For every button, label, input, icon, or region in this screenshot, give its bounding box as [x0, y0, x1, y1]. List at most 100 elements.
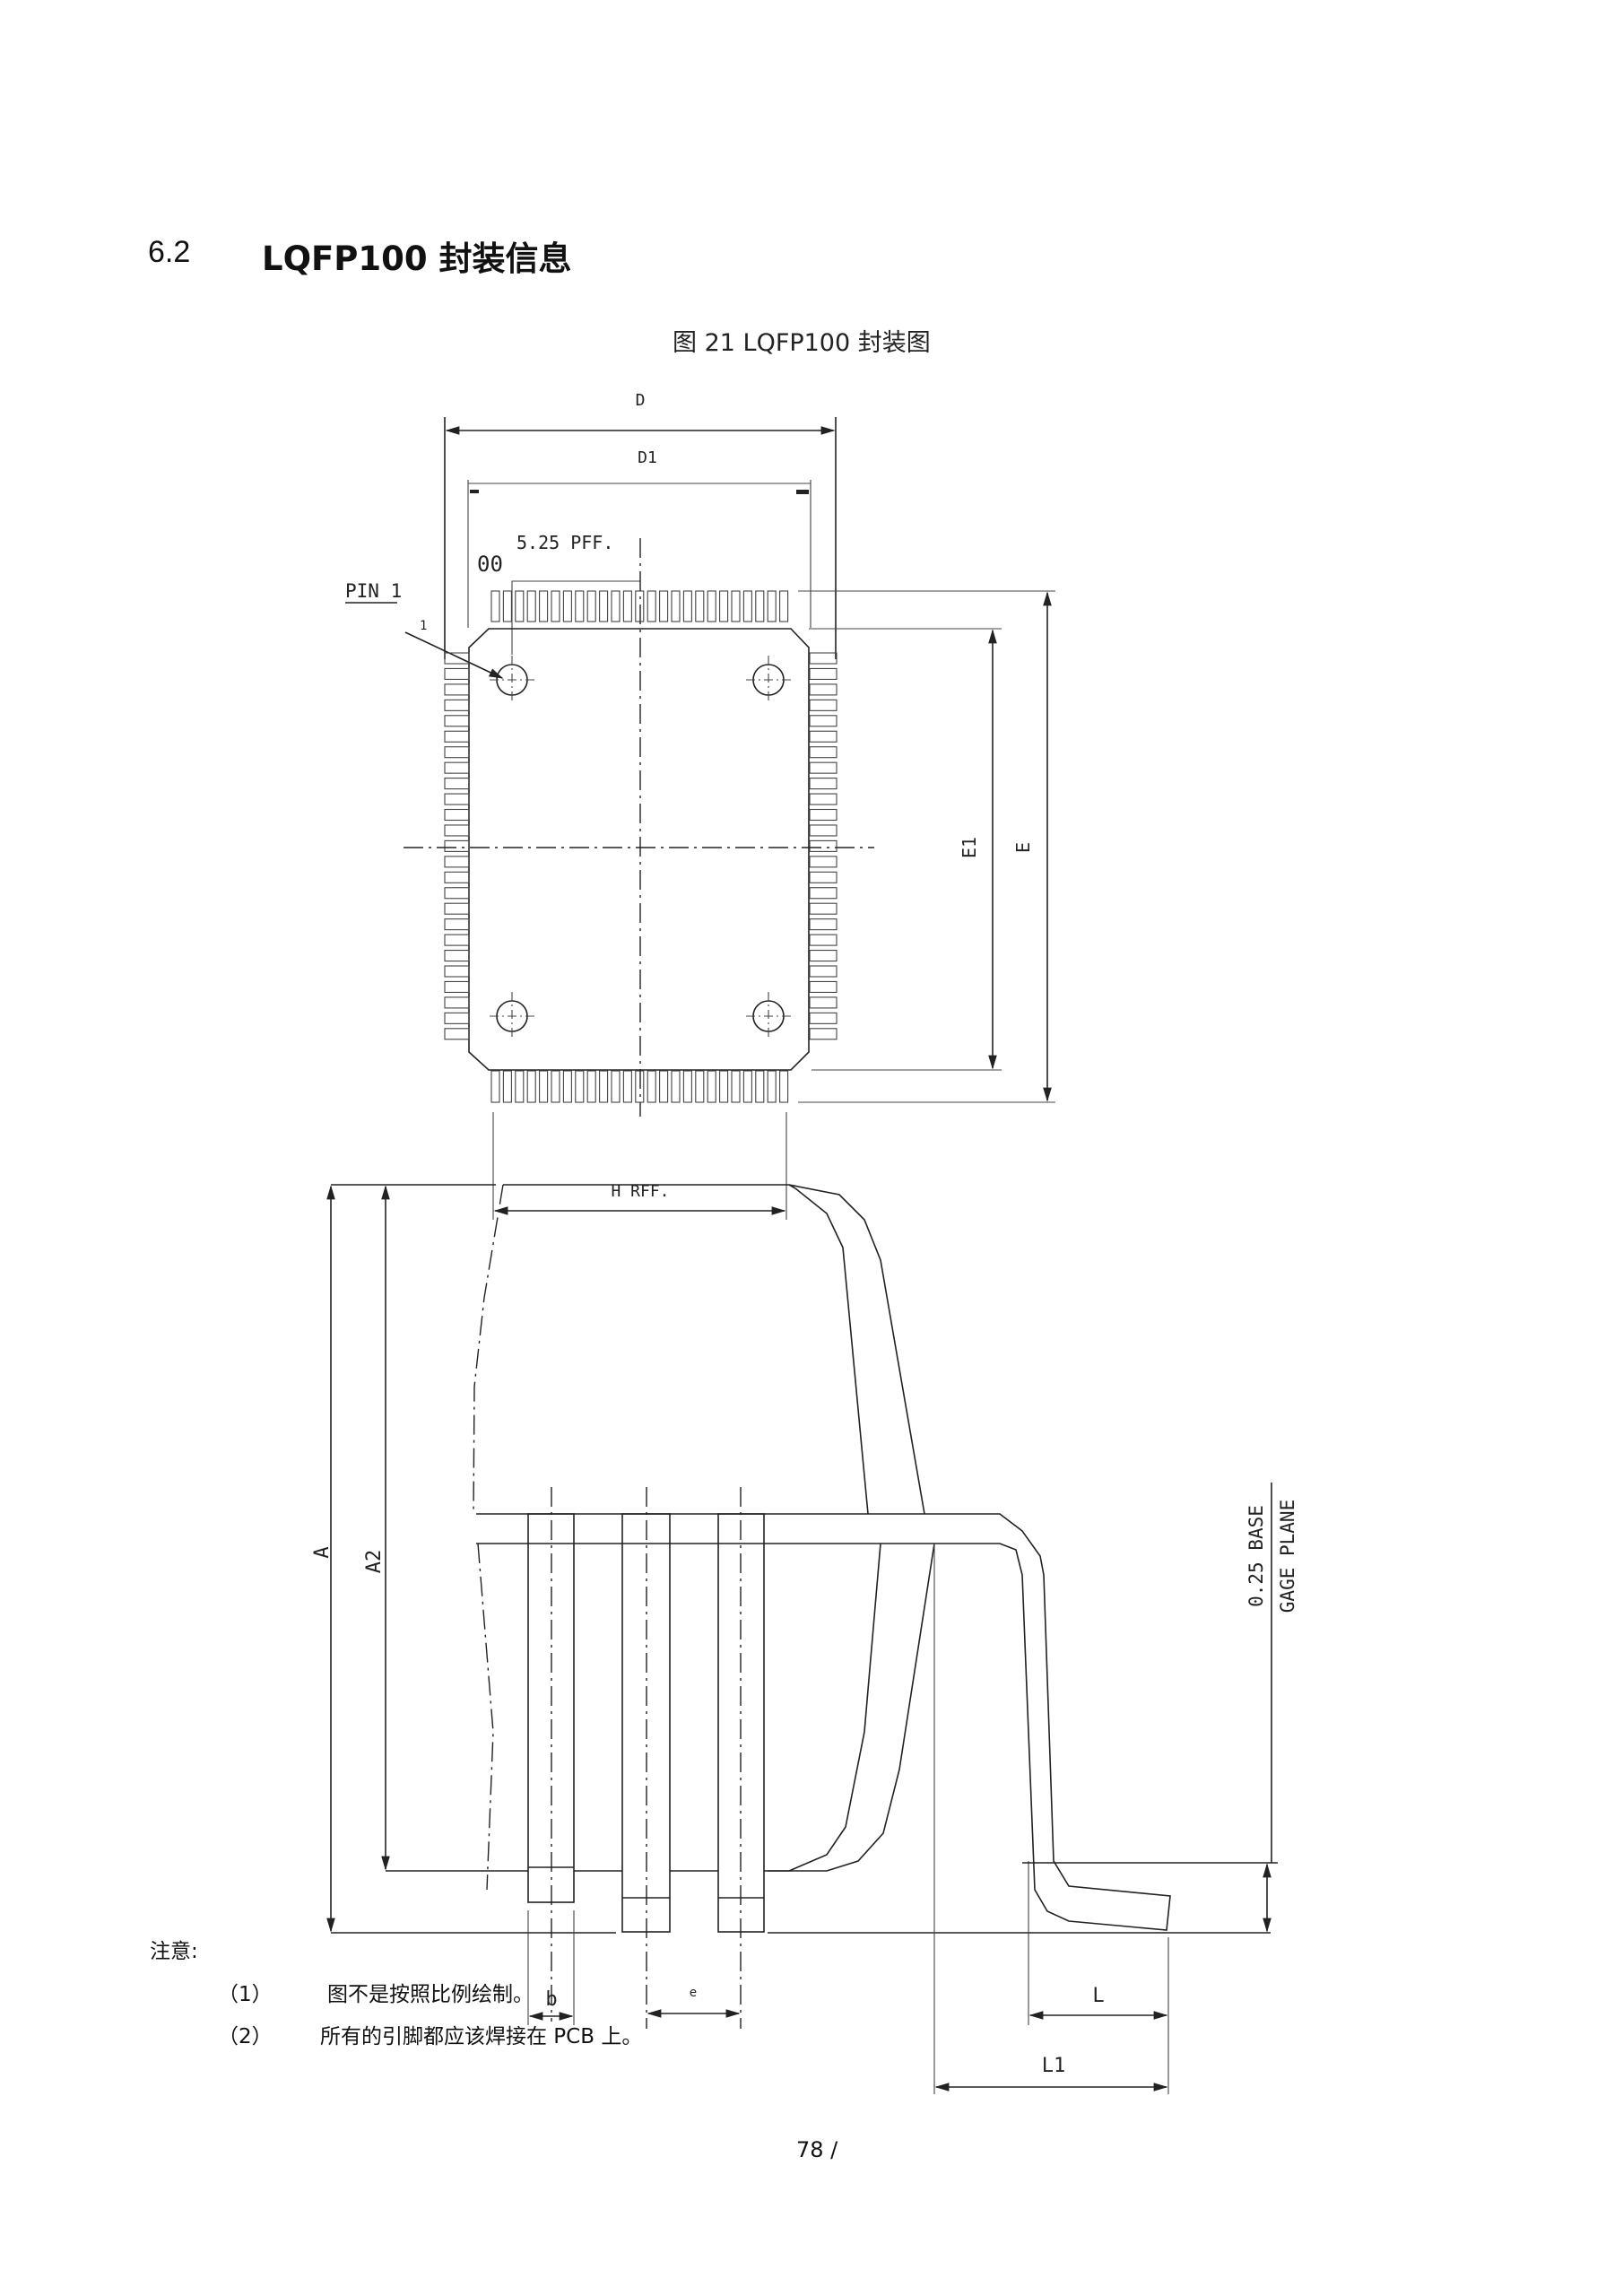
pin-bottom [599, 1070, 609, 1103]
label-pitch-ref: 5.25 PFF. [516, 532, 613, 553]
pin-top [742, 590, 752, 622]
top-view: D D1 5.25 PFF. 00 PIN 1 1 E1 E [345, 391, 1055, 1220]
pin-top [647, 590, 656, 622]
note-2-number: （2） [218, 2025, 273, 2048]
section-number: 6.2 [148, 235, 191, 269]
pin-top [659, 590, 669, 622]
pin-bottom [586, 1070, 596, 1103]
pin-top [539, 590, 549, 622]
pin-left [444, 856, 470, 868]
label-D: D [636, 391, 646, 410]
pin-right [809, 965, 838, 978]
notes-heading: 注意: [150, 1940, 198, 1963]
pin-right [809, 934, 838, 946]
pin-left [444, 1028, 470, 1040]
pin-bottom [539, 1070, 549, 1103]
pin-left [444, 980, 470, 993]
label-L: L [1092, 1985, 1104, 2007]
pin-left [444, 887, 470, 900]
pin-bottom [731, 1070, 741, 1103]
pin-top [682, 590, 692, 622]
pin-bottom [515, 1070, 525, 1103]
pin-bottom [707, 1070, 716, 1103]
pin-bottom [767, 1070, 777, 1103]
label-H-ref: H RFF. [611, 1182, 669, 1201]
pin-right [809, 793, 838, 805]
pin-right [809, 746, 838, 759]
pin-top [526, 590, 536, 622]
pin-bottom [779, 1070, 789, 1103]
pin-top [515, 590, 525, 622]
note-1-number: （1） [218, 1983, 273, 2006]
pin-right [809, 980, 838, 993]
pin-left [444, 652, 470, 665]
pin-bottom [742, 1070, 752, 1103]
pin-top [575, 590, 585, 622]
figure-caption: 图 21 LQFP100 封装图 [673, 329, 931, 357]
pin-right [809, 871, 838, 883]
pin-left [444, 996, 470, 1009]
pin-bottom [682, 1070, 692, 1103]
pin-left [444, 871, 470, 883]
pin-left [444, 824, 470, 837]
pin-right [809, 856, 838, 868]
label-gage-plane: GAGE PLANE [1277, 1500, 1298, 1613]
pin-right [809, 996, 838, 1009]
pin-bottom [526, 1070, 536, 1103]
label-pin1-number: 1 [420, 619, 427, 633]
pin-right [809, 667, 838, 681]
pin-bottom [490, 1070, 500, 1103]
pin-bottom [551, 1070, 560, 1103]
pin-right [809, 1028, 838, 1040]
gull-wing-lead [476, 1513, 1171, 1931]
pin-left [444, 699, 470, 711]
pin-top [767, 590, 777, 622]
pin-right [809, 808, 838, 822]
side-view: A A2 b [311, 1184, 1298, 2094]
pin-right [809, 715, 838, 727]
ejector-holes [490, 656, 791, 1040]
pin-right [809, 683, 838, 696]
note-1-text: 图不是按照比例绘制。 [327, 1983, 534, 2006]
pin-right [809, 761, 838, 774]
pin-top [731, 590, 741, 622]
pin-left [444, 667, 470, 681]
page-number: 78 / [796, 2137, 838, 2162]
pin-right [809, 918, 838, 931]
label-zero: 00 [477, 552, 503, 577]
pin-top [622, 590, 632, 622]
pin-right [809, 730, 838, 743]
pin-right [809, 950, 838, 962]
pin-top [599, 590, 609, 622]
pin-bottom [755, 1070, 765, 1103]
pin-left [444, 746, 470, 759]
pin-bottom [575, 1070, 585, 1103]
label-A2: A2 [363, 1550, 386, 1574]
pin-bottom [671, 1070, 681, 1103]
pin-left [444, 683, 470, 696]
pin-top [490, 590, 500, 622]
pins [444, 590, 838, 1103]
pin-left [444, 950, 470, 962]
pin-left [444, 793, 470, 805]
pin-left [444, 730, 470, 743]
label-L1: L1 [1042, 2055, 1066, 2077]
label-e: e [690, 1986, 697, 2000]
pin-left [444, 715, 470, 727]
pin-bottom [647, 1070, 656, 1103]
pin-left [444, 1012, 470, 1024]
section-title: LQFP100 封装信息 [262, 239, 572, 278]
pin-top [755, 590, 765, 622]
pin-bottom [562, 1070, 572, 1103]
pin-left [444, 839, 470, 852]
pin-top [671, 590, 681, 622]
pin-bottom [695, 1070, 705, 1103]
label-b: b [545, 1988, 557, 2011]
pin-right [809, 652, 838, 665]
label-E: E [1012, 842, 1034, 853]
pin-right [809, 699, 838, 711]
pin-right [809, 1012, 838, 1024]
pin-left [444, 808, 470, 822]
label-E1: E1 [959, 837, 980, 858]
